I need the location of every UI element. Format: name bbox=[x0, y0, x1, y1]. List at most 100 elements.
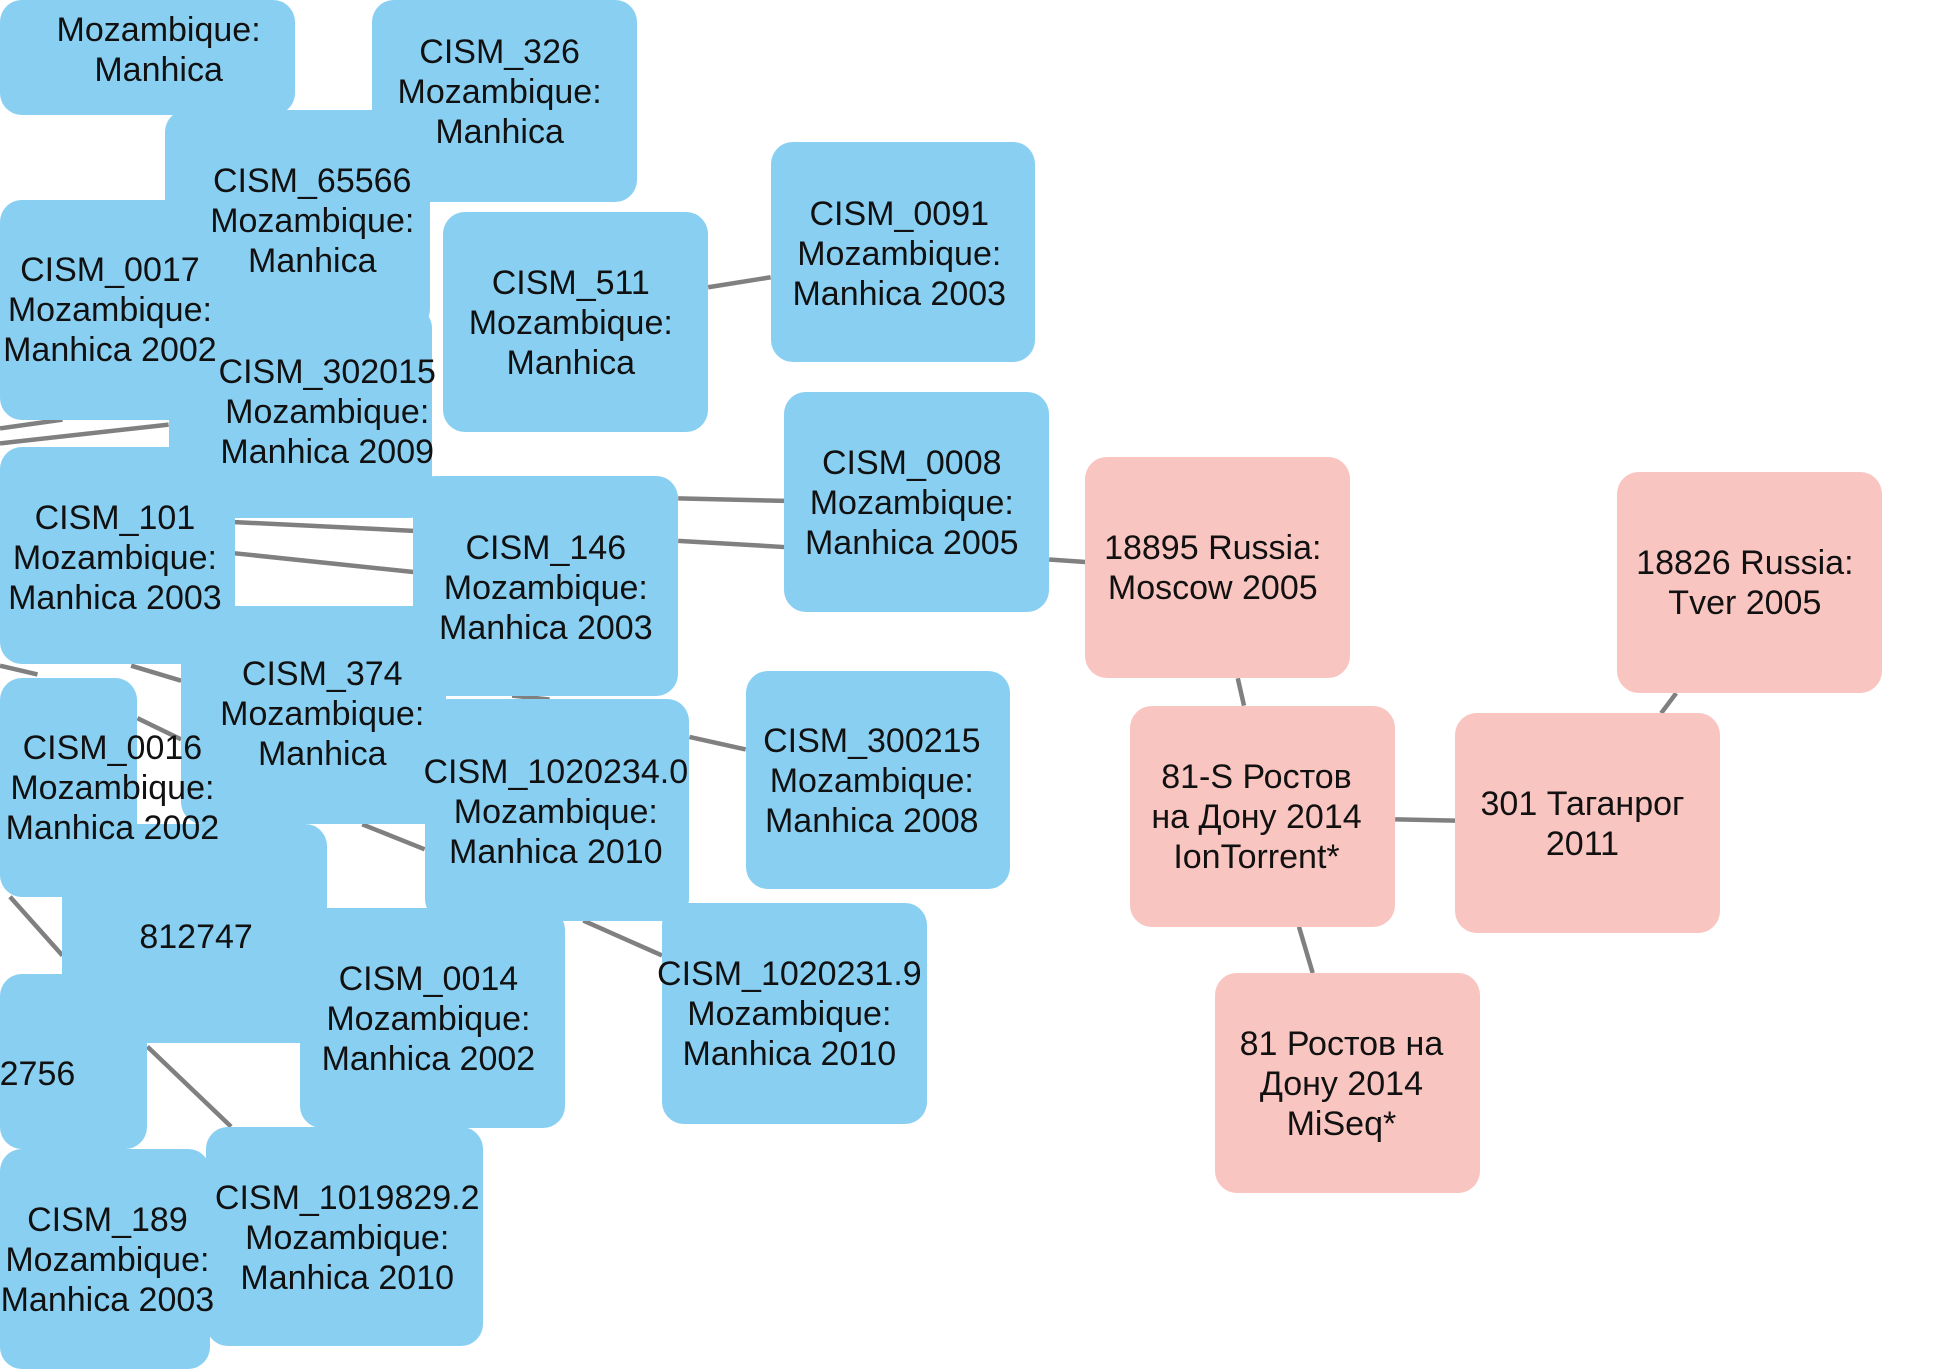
node-label-line: MiSeq* bbox=[1286, 1105, 1397, 1144]
graph-node-0017[interactable] bbox=[0, 199, 200, 420]
node-label: Mozambique:Manhica bbox=[57, 10, 261, 90]
node-label: 18895 Russia:Moscow 2005 bbox=[1104, 528, 1321, 608]
graph-node-0014[interactable] bbox=[299, 908, 565, 1128]
node-label-line: CISM_326 bbox=[419, 33, 580, 72]
node-label-line: CISM_1019829.2 bbox=[214, 1178, 480, 1217]
graph-node-1020234[interactable] bbox=[424, 699, 690, 921]
node-label-line: Manhica 2009 bbox=[220, 433, 435, 472]
node-label-line: CISM_101 bbox=[34, 499, 196, 538]
graph-edge bbox=[130, 663, 182, 683]
node-label-line: IonTorrent* bbox=[1173, 837, 1340, 876]
node-label-line: Mozambique: bbox=[245, 1218, 450, 1257]
node-label-line: CISM_0091 bbox=[809, 194, 990, 233]
node-label-line: CISM_300215 bbox=[763, 721, 981, 760]
graph-node-189[interactable] bbox=[0, 1149, 210, 1369]
graph-edge bbox=[145, 1045, 233, 1129]
node-label-line: 2756 bbox=[0, 1055, 76, 1094]
node-label-line: 812747 bbox=[139, 917, 253, 956]
node-label-line: Mozambique: bbox=[797, 234, 1002, 273]
graph-node-1020231[interactable] bbox=[661, 903, 927, 1125]
node-label-line: Manhica 2005 bbox=[804, 524, 1019, 563]
node-label-line: CISM_0014 bbox=[338, 960, 519, 999]
node-label-line: Manhica 2002 bbox=[321, 1040, 536, 1079]
node-label-line: CISM_0016 bbox=[22, 729, 203, 768]
node-label: 18826 Russia:Tver 2005 bbox=[1636, 543, 1853, 623]
graph-edge bbox=[511, 693, 550, 702]
graph-node-326[interactable] bbox=[372, 0, 637, 203]
graph-edge bbox=[1049, 557, 1086, 565]
graph-edge bbox=[1395, 817, 1456, 823]
node-label: 2756 bbox=[0, 1054, 75, 1094]
node-label-line: Mozambique: bbox=[210, 202, 415, 241]
node-label-line: 81-S Ростов bbox=[1161, 757, 1352, 796]
node-label-line: Mozambique: bbox=[56, 10, 261, 49]
graph-node-301[interactable] bbox=[1455, 713, 1720, 933]
graph-node-topleft[interactable] bbox=[0, 0, 295, 115]
node-label-line: CISM_374 bbox=[241, 655, 403, 694]
graph-edge bbox=[1235, 677, 1247, 707]
node-label-line: CISM_0017 bbox=[20, 250, 200, 289]
graph-node-1019829[interactable] bbox=[206, 1126, 484, 1347]
node-label-line: Mozambique: bbox=[225, 393, 430, 432]
graph-node-81s[interactable] bbox=[1130, 705, 1396, 927]
graph-node-511[interactable] bbox=[443, 212, 709, 433]
graph-edge bbox=[361, 822, 426, 852]
node-label-line: Mozambique: bbox=[453, 792, 658, 831]
node-label-line: Manhica 2003 bbox=[792, 274, 1007, 313]
node-label-line: 2011 bbox=[1545, 825, 1620, 864]
graph-node-374[interactable] bbox=[181, 605, 446, 825]
graph-edge bbox=[234, 551, 414, 575]
graph-edge bbox=[678, 538, 785, 550]
node-label-line: 18895 Russia: bbox=[1104, 529, 1322, 568]
node-label-line: CISM_302015 bbox=[218, 353, 436, 392]
node-label-line: Manhica 2003 bbox=[439, 609, 653, 648]
node-label-line: Manhica 2002 bbox=[3, 330, 217, 369]
node-label-line: Manhica 2010 bbox=[240, 1258, 455, 1297]
graph-edge bbox=[234, 519, 414, 534]
node-label-line: Manhica 2010 bbox=[682, 1035, 897, 1074]
node-label-line: Mozambique: bbox=[10, 769, 215, 808]
graph-node-18895[interactable] bbox=[1085, 457, 1351, 679]
node-label-line: 18826 Russia: bbox=[1636, 544, 1854, 583]
graph-edge bbox=[136, 716, 183, 742]
graph-node-0008[interactable] bbox=[784, 392, 1050, 612]
node-label-line: Manhica bbox=[257, 735, 387, 774]
node-label-line: CISM_146 bbox=[465, 529, 627, 568]
graph-node-81[interactable] bbox=[1215, 972, 1481, 1193]
node-label-line: Mozambique: bbox=[687, 995, 892, 1034]
graph-edge bbox=[688, 734, 747, 752]
node-label-line: CISM_511 bbox=[491, 264, 650, 303]
graph-node-18826[interactable] bbox=[1617, 472, 1883, 694]
graph-node-146[interactable] bbox=[413, 475, 679, 696]
graph-node-300215[interactable] bbox=[745, 670, 1011, 890]
graph-edge bbox=[8, 895, 65, 957]
node-label-line: Manhica 2008 bbox=[764, 801, 979, 840]
node-label-line: на Дону 2014 bbox=[1151, 797, 1362, 836]
node-label-line: Mozambique: bbox=[769, 761, 974, 800]
node-label-line: CISM_1020231.9 bbox=[657, 955, 922, 994]
node-label-line: Manhica bbox=[506, 344, 636, 383]
graph-node-2756[interactable] bbox=[0, 974, 148, 1150]
graph-node-0091[interactable] bbox=[770, 142, 1036, 363]
node-label-line: Manhica bbox=[247, 242, 377, 281]
graph-edge bbox=[0, 663, 38, 677]
node-label-line: Mozambique: bbox=[397, 73, 602, 112]
node-label-line: CISM_65566 bbox=[213, 162, 412, 201]
